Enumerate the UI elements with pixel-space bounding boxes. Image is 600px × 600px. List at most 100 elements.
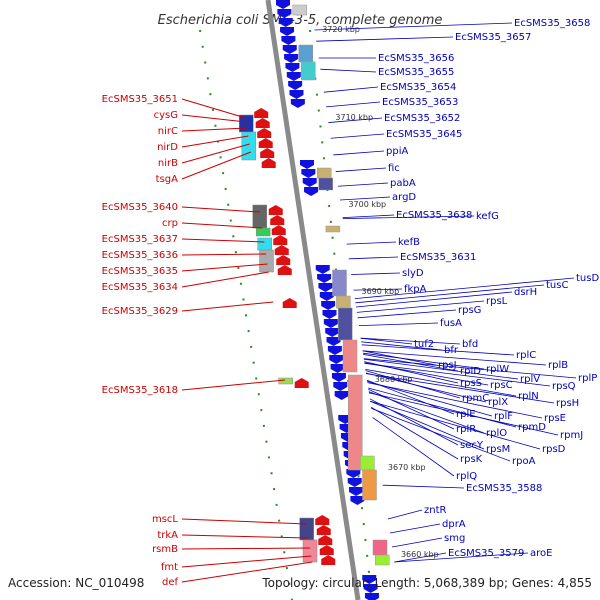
right-label-ecsms35-3658: EcSMS35_3658 xyxy=(514,18,590,29)
left-label-leader xyxy=(181,222,263,229)
right-label-fusa: fusA xyxy=(440,318,462,329)
left-label-leader xyxy=(181,151,251,180)
left-label-trka: trkA xyxy=(157,530,178,541)
right-label-leader xyxy=(337,182,389,187)
right-label-rpsm: rpsM xyxy=(486,444,510,455)
right-label-leader xyxy=(330,133,385,139)
right-label-rplo: rplO xyxy=(486,428,507,439)
minus-gene-arrow xyxy=(346,469,361,478)
gene-bar xyxy=(332,269,347,297)
minus-gene-arrow xyxy=(350,496,365,505)
right-label-tuf2: tuf2 xyxy=(414,339,434,350)
gene-bar xyxy=(360,455,375,471)
right-label-leader xyxy=(365,373,555,404)
right-label-rpsd: rpsD xyxy=(542,444,566,455)
minus-gene-arrow xyxy=(327,346,342,355)
right-label-leader xyxy=(362,350,547,366)
right-label-leader xyxy=(394,552,447,563)
minus-gene-arrow xyxy=(277,9,292,18)
right-label-tusc: tusC xyxy=(546,280,568,291)
right-label-leader xyxy=(328,117,383,123)
right-label-leader xyxy=(325,101,381,108)
right-label-leader xyxy=(353,288,403,291)
right-label-leader xyxy=(368,392,559,436)
kbp-marker: 3700 kbp xyxy=(348,200,386,209)
right-label-leader xyxy=(342,214,395,219)
right-label-ecsms35-3588: EcSMS35_3588 xyxy=(466,483,542,494)
right-label-rpss: rpsS xyxy=(460,378,482,389)
left-label-ecsms35-3634: EcSMS35_3634 xyxy=(102,282,178,293)
right-label-rpsj: rpsJ xyxy=(438,360,457,371)
right-label-fic: fic xyxy=(388,163,400,174)
right-label-leader xyxy=(364,363,551,387)
right-label-ppia: ppiA xyxy=(386,146,408,157)
plus-gene-arrow xyxy=(261,158,276,168)
right-label-ecsms35-3645: EcSMS35_3645 xyxy=(386,129,462,140)
right-label-leader xyxy=(370,400,541,450)
minus-gene-arrow xyxy=(319,292,334,301)
left-label-leader xyxy=(181,238,265,243)
minus-gene-arrow xyxy=(285,63,300,72)
left-tick-guide xyxy=(199,29,293,600)
minus-gene-arrow xyxy=(290,99,305,108)
right-label-rpmd: rpmD xyxy=(518,422,546,433)
left-label-ecsms35-3640: EcSMS35_3640 xyxy=(102,202,178,213)
right-label-leader xyxy=(358,322,439,326)
gene-bar xyxy=(302,539,318,563)
minus-gene-arrow xyxy=(301,169,316,178)
minus-gene-arrow xyxy=(282,45,297,54)
left-label-leader xyxy=(181,135,249,148)
right-gene-labels: EcSMS35_3658EcSMS35_3657EcSMS35_3656EcSM… xyxy=(314,18,599,563)
right-label-rpsk: rpsK xyxy=(460,454,483,465)
right-label-ecsms35-3656: EcSMS35_3656 xyxy=(378,53,454,64)
right-label-leader xyxy=(387,509,423,520)
right-label-leader xyxy=(354,277,575,299)
minus-gene-arrow xyxy=(322,310,337,319)
right-label-rpsl: rpsL xyxy=(486,296,508,307)
gene-bar xyxy=(259,249,274,273)
summary-text: Topology: circular; Length: 5,068,389 bp… xyxy=(261,576,592,590)
right-label-leader xyxy=(361,344,515,356)
plus-gene-arrow xyxy=(318,535,333,545)
plus-gene-arrow xyxy=(271,225,286,235)
right-label-leader xyxy=(323,86,379,93)
gene-bar xyxy=(325,225,341,233)
left-label-cysg: cysG xyxy=(154,110,178,121)
plus-gene-arrow xyxy=(254,108,269,118)
right-label-rplv: rplV xyxy=(520,374,540,385)
gene-bar xyxy=(337,307,353,341)
right-label-leader xyxy=(360,337,461,345)
gene-bar xyxy=(362,469,377,501)
right-label-rpse: rpsE xyxy=(544,413,566,424)
gene-bar xyxy=(316,167,332,179)
plus-gene-arrow xyxy=(277,265,292,275)
right-label-rplr: rplR xyxy=(456,424,476,435)
kbp-marker: 3710 kbp xyxy=(335,113,373,122)
kbp-marker: 3670 kbp xyxy=(388,463,426,472)
minus-gene-arrow xyxy=(326,337,341,346)
right-label-rplp: rplP xyxy=(578,373,597,384)
right-label-leader xyxy=(363,358,519,380)
right-label-dpra: dprA xyxy=(442,519,466,530)
right-label-kefb: kefB xyxy=(398,237,420,248)
right-label-kefg: kefG xyxy=(476,211,499,222)
left-label-leader xyxy=(181,547,311,550)
right-label-leader xyxy=(351,272,401,275)
minus-gene-arrow xyxy=(334,391,349,400)
right-label-dsrh: dsrH xyxy=(514,287,537,298)
right-label-leader xyxy=(365,369,517,397)
minus-gene-arrow xyxy=(302,178,317,187)
right-label-slyd: slyD xyxy=(402,268,424,279)
right-label-leader xyxy=(363,358,577,379)
right-label-leader xyxy=(360,337,413,345)
plus-gene-arrow xyxy=(315,515,330,525)
kbp-marker: 3660 kbp xyxy=(401,550,439,559)
gene-bar xyxy=(336,295,351,309)
left-label-tsga: tsgA xyxy=(156,174,178,185)
left-label-ecsms35-3618: EcSMS35_3618 xyxy=(102,385,178,396)
left-label-leader xyxy=(181,534,309,539)
gene-bar xyxy=(278,377,293,385)
right-label-smg: smg xyxy=(444,533,465,544)
right-label-rpsc: rpsC xyxy=(490,380,513,391)
left-label-leader xyxy=(181,143,250,164)
